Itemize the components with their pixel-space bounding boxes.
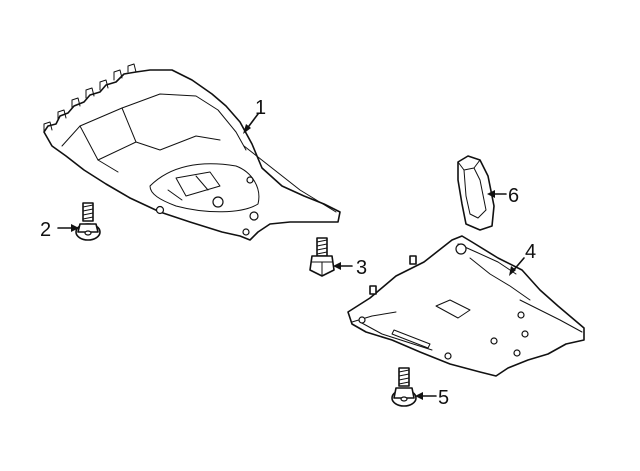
- part-5-bolt: [391, 367, 417, 407]
- callout-2: 2: [40, 219, 51, 241]
- part-3-bolt: [309, 237, 335, 277]
- arrowhead-4: [509, 266, 516, 276]
- part-6-bracket: [457, 155, 495, 231]
- leader-lines: [57, 113, 525, 400]
- arrowhead-5: [415, 392, 423, 400]
- arrowhead-1: [243, 124, 251, 134]
- part-4-rear-shield: [347, 235, 585, 377]
- callout-6: 6: [508, 185, 519, 207]
- callout-labels: 1 2 3 4 5 6: [40, 97, 536, 409]
- callout-5: 5: [438, 387, 449, 409]
- callout-4: 4: [525, 241, 536, 263]
- part-2-bolt: [75, 202, 101, 241]
- part-1-front-splash-shield: [43, 63, 341, 241]
- callout-3: 3: [356, 257, 367, 279]
- callout-1: 1: [255, 97, 266, 119]
- arrowhead-6: [487, 190, 495, 198]
- arrowhead-3: [333, 262, 341, 270]
- arrowhead-2: [71, 224, 79, 232]
